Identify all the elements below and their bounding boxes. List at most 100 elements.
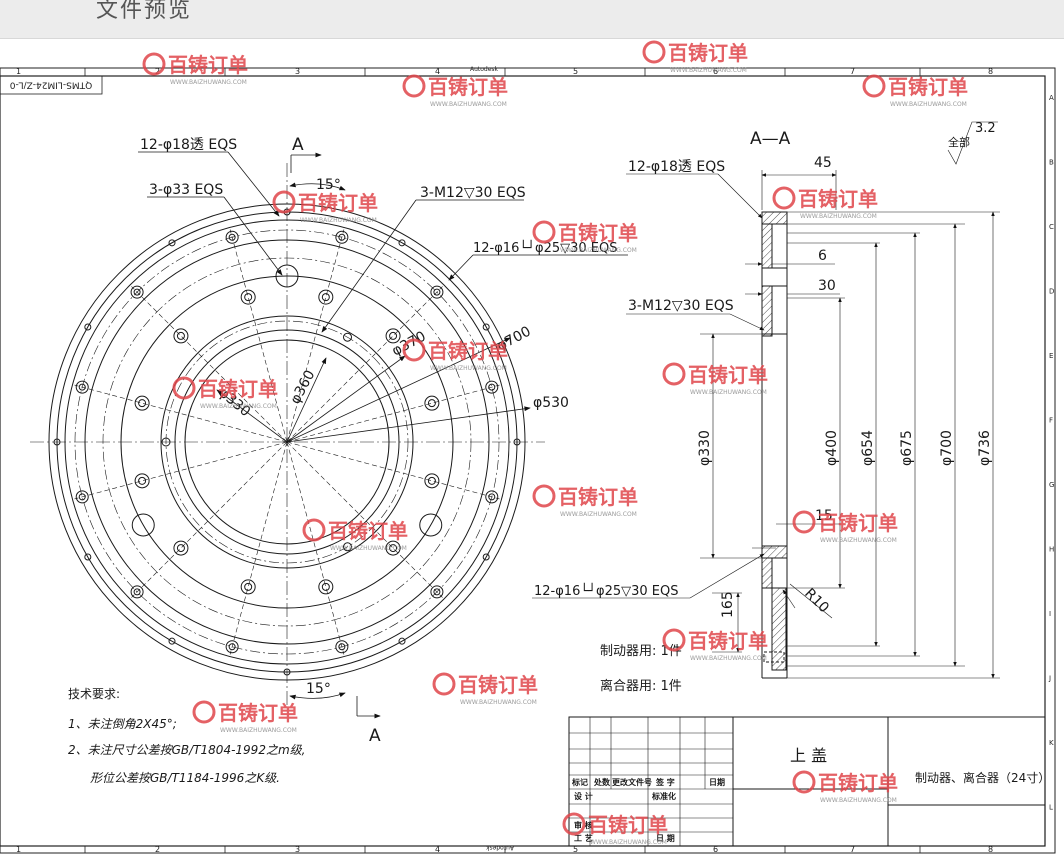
watermark-url: WWW.BAIZHUWANG.COM: [590, 839, 667, 846]
section-title: A—A: [750, 129, 791, 149]
radial-centerline: [131, 441, 288, 598]
tb-row-label-4: 日期: [709, 777, 725, 787]
mid-hole-inner: [321, 582, 330, 591]
usage-clutch: 离合器用: 1件: [600, 678, 682, 694]
watermark-url: WWW.BAIZHUWANG.COM: [820, 797, 897, 804]
front-dim-d530: φ530: [533, 395, 569, 411]
watermark-brand: 百铸订单: [798, 187, 878, 211]
outer-bolt-hole: [335, 640, 349, 654]
watermark: 百铸订单 WWW.BAIZHUWANG.COM: [662, 628, 768, 662]
mid-hole-inner: [321, 293, 330, 302]
row-letter: I: [1049, 610, 1051, 618]
front-labels: 12-φ18透 EQS 3-φ33 EQS 3-M12▽30 EQS 12-φ1…: [140, 135, 618, 746]
sec-label-holes18: 12-φ18透 EQS: [628, 159, 725, 175]
mid-hole: [385, 540, 401, 556]
radial-centerline: [229, 441, 288, 655]
tb-part-name: 上 盖: [790, 746, 827, 765]
front-angle-bottom: 15°: [306, 681, 331, 697]
watermark-brand: 百铸订单: [168, 53, 248, 77]
tb-design: 设 计: [574, 791, 593, 801]
outer-bolt-hole: [430, 585, 444, 599]
rim-hole: [398, 239, 406, 247]
tb-product-name: 制动器、离合器（24寸）: [915, 770, 1050, 785]
rim-hole: [84, 323, 92, 331]
rim-hole: [168, 239, 176, 247]
sec-label-m12: 3-M12▽30 EQS: [628, 298, 734, 314]
radial-centerline: [286, 441, 345, 655]
roughness-value: 3.2: [975, 121, 996, 136]
watermark-url: WWW.BAIZHUWANG.COM: [560, 511, 637, 518]
part-no-box: [0, 75, 103, 95]
radial-centerline: [131, 286, 288, 443]
row-letter: H: [1049, 546, 1054, 554]
watermark-brand: 百铸订单: [458, 673, 538, 697]
row-letter: G: [1049, 481, 1054, 489]
section-view: A—A 12-φ18透 EQS 3-M12▽30 EQS 12-φ16└┘φ25…: [532, 121, 1000, 679]
outer-bolt-hole: [225, 640, 239, 654]
watermarks: 百铸订单 WWW.BAIZHUWANG.COM 百铸订单 WWW.BAIZHUWANG…: [142, 40, 968, 846]
tech-item-1: 1、未注倒角2X45°;: [68, 717, 177, 731]
tech-title: 技术要求:: [68, 687, 120, 701]
watermark: 百铸订单 WWW.BAIZHUWANG.COM: [142, 52, 248, 86]
row-letter: L: [1049, 804, 1053, 812]
column-number: 4: [435, 845, 440, 854]
section-mark-bottom: A: [369, 726, 381, 746]
tech-item-3: 形位公差按GB/T1184-1996之K级.: [90, 771, 280, 785]
tb-process: 工 艺: [574, 833, 593, 843]
watermark: 百铸订单 WWW.BAIZHUWANG.COM: [432, 672, 538, 706]
outer-bolt-hole-inner: [78, 383, 86, 391]
rim-hole: [482, 553, 490, 561]
front-view-holes: [53, 208, 521, 676]
watermark-url: WWW.BAIZHUWANG.COM: [890, 101, 967, 108]
mid-hole: [385, 328, 401, 344]
large-hole: [419, 513, 443, 537]
title-block: [568, 716, 1046, 847]
rim-hole: [84, 553, 92, 561]
column-number: 5: [573, 67, 578, 76]
roughness-prefix: 全部: [948, 135, 970, 149]
outer-bolt-hole-inner: [338, 233, 346, 241]
sheet-inner-border: [0, 75, 1046, 847]
front-label-holes16: 12-φ16└┘φ25▽30 EQS: [473, 239, 618, 256]
mid-hole-inner: [244, 582, 253, 591]
outer-bolt-hole-inner: [338, 643, 346, 651]
watermark-url: WWW.BAIZHUWANG.COM: [170, 79, 247, 86]
tb-row-label-0: 标记: [571, 777, 588, 787]
watermark-url: WWW.BAIZHUWANG.COM: [800, 213, 877, 220]
front-view-rays: [74, 229, 500, 655]
mid-hole: [240, 579, 256, 595]
sec-dim-d675: φ675: [899, 430, 915, 466]
radial-centerline: [229, 229, 288, 443]
front-label-holes33: 3-φ33 EQS: [149, 182, 223, 198]
outer-bolt-hole: [75, 380, 89, 394]
large-hole: [275, 264, 299, 288]
sec-dim-d654: φ654: [860, 430, 876, 466]
row-letter: F: [1049, 417, 1053, 425]
outer-bolt-hole-inner: [133, 588, 141, 596]
outer-bolt-hole: [485, 380, 499, 394]
watermark-url: WWW.BAIZHUWANG.COM: [460, 699, 537, 706]
watermark-brand: 百铸订单: [588, 813, 668, 837]
sec-dim-d400: φ400: [824, 430, 840, 466]
sec-dim-d330: φ330: [697, 430, 713, 466]
sec-dim-165: 165: [720, 591, 736, 618]
watermark-brand: 百铸订单: [298, 191, 378, 215]
preview-title: 文件预览: [96, 0, 193, 23]
autodesk-label: Autodesk: [470, 66, 499, 73]
sec-dim-r10: R10: [801, 586, 832, 617]
tb-row-label-2: 更改文件号: [612, 777, 652, 787]
watermark-brand: 百铸订单: [688, 629, 768, 653]
mid-hole-inner: [176, 331, 185, 340]
outer-bolt-hole-inner: [488, 493, 496, 501]
sec-label-holes16: 12-φ16└┘φ25▽30 EQS: [534, 582, 679, 599]
rim-hole: [513, 438, 521, 446]
watermark-url: WWW.BAIZHUWANG.COM: [690, 655, 767, 662]
mid-hole: [424, 473, 440, 489]
